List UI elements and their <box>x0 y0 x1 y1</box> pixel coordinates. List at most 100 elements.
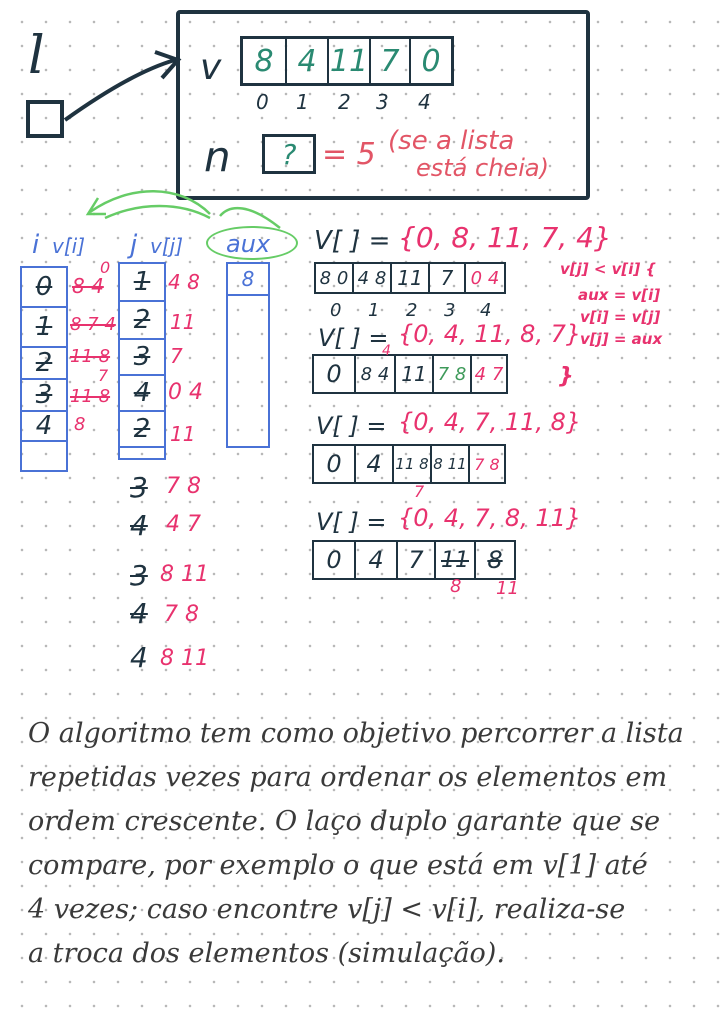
l-pointer-box <box>26 100 64 138</box>
array-1-cell-0: 0 <box>314 356 356 392</box>
j-value-2: 7 <box>170 344 183 368</box>
array-0-cell-0: 8 0 <box>316 264 354 292</box>
top-frame <box>176 10 590 200</box>
array-0-index-1: 1 <box>368 300 380 321</box>
n-note-line-1: (se a lista <box>388 126 515 156</box>
array-2-cell-2: 11 8 <box>394 446 432 482</box>
v-cell-3: 7 <box>371 39 411 83</box>
v-cell-0: 8 <box>243 39 287 83</box>
array-1-prefix: V[ ] = <box>318 324 389 352</box>
array-2-cell-4: 7 8 <box>474 454 500 474</box>
array-0-prefix: V[ ] = <box>314 226 391 256</box>
i-value-4: 8 <box>74 414 86 435</box>
array-3-values: {0, 4, 7, 8, 11} <box>398 504 582 532</box>
code-line-2: aux = v[i] <box>578 286 661 304</box>
j-column-frame <box>118 262 166 460</box>
j-extra-index-4: 4 <box>130 641 148 674</box>
l-label: l <box>28 26 45 86</box>
array-3-cell-1: 4 <box>356 542 398 578</box>
j-extra-index-3: 4 <box>130 597 148 630</box>
j-cell-0: 1 <box>120 264 164 302</box>
array-2-cell-0: 0 <box>314 446 356 482</box>
v-index-3: 3 <box>376 90 389 114</box>
v-index-4: 4 <box>418 90 431 114</box>
v-cell-4: 0 <box>421 43 441 79</box>
v-index-0: 0 <box>256 90 269 114</box>
n-box-value: ? <box>281 137 297 171</box>
i-cell-3: 3 <box>22 380 66 412</box>
j-extra-value-1: 4 7 <box>166 512 201 537</box>
i-cell-2: 2 <box>22 348 66 380</box>
j-value-3: 0 4 <box>168 380 203 405</box>
j-cell-4: 2 <box>120 412 164 448</box>
array-1-cell-3: 7 8 <box>434 356 472 392</box>
paragraph-line-5: 4 vezes; caso encontre v[j] < v[i], real… <box>28 894 626 925</box>
v-array-frame <box>240 36 454 86</box>
array-2-mark-0: 7 <box>414 482 425 501</box>
array-0-cell-3: 7 <box>430 264 466 292</box>
j-cell-2: 3 <box>120 340 164 376</box>
header-i: i <box>32 230 40 260</box>
array-3-cell-2: 7 <box>398 542 436 578</box>
j-value-4: 11 <box>170 422 196 446</box>
array-3-prefix: V[ ] = <box>316 508 387 536</box>
explanation-paragraph: O algoritmo tem como objetivo percorrer … <box>28 712 708 976</box>
j-extra-index-0: 3 <box>130 471 148 504</box>
header-v-j: v[j] <box>150 234 183 258</box>
v-label: v <box>200 47 222 88</box>
paragraph-line-6: a troca dos elementos (simulação). <box>28 938 505 969</box>
i-extra-0: 0 <box>100 258 111 277</box>
i-cell-0: 0 <box>22 268 66 308</box>
n-note-line-2: está cheia) <box>416 154 549 182</box>
array-1-cell-2: 11 <box>396 356 434 392</box>
v-cell-1: 4 <box>287 39 329 83</box>
v-index-1: 1 <box>296 90 309 114</box>
aux-highlight <box>206 226 298 260</box>
array-3-cell-4: 8 <box>487 546 503 574</box>
code-line-3: v[i] = v[j] <box>580 308 661 326</box>
j-extra-value-0: 7 8 <box>166 474 201 499</box>
paragraph-line-1: O algoritmo tem como objetivo percorrer … <box>28 718 684 749</box>
paragraph-line-3: ordem crescente. O laço duplo garante qu… <box>28 806 661 837</box>
j-extra-value-3: 7 8 <box>164 602 199 627</box>
i-extra-1: 7 <box>98 366 109 385</box>
array-1-cell-1: 8 4 <box>356 356 396 392</box>
array-2-cell-3: 8 11 <box>432 446 470 482</box>
array-3-frame <box>312 540 516 580</box>
array-3-mark-0: 8 <box>450 576 462 597</box>
array-2-values: {0, 4, 7, 11, 8} <box>398 408 582 436</box>
array-0-cell-4: 0 4 <box>470 267 500 289</box>
i-value-1: 8 7 4 <box>70 314 116 335</box>
header-arrows <box>85 190 281 229</box>
j-extra-value-2: 8 11 <box>160 562 209 587</box>
i-value-3: 11 8 <box>70 386 111 407</box>
array-0-index-4: 4 <box>480 300 492 321</box>
j-extra-value-4: 8 11 <box>160 646 209 671</box>
n-value: = 5 <box>322 137 376 172</box>
i-cell-4: 4 <box>22 411 66 442</box>
i-column-frame <box>20 266 68 472</box>
array-3-cell-0: 0 <box>314 542 356 578</box>
array-3-cell-3: 11 <box>436 542 476 578</box>
pointer-arrow <box>63 50 182 122</box>
array-0-cell-1: 4 8 <box>354 264 392 292</box>
array-2-frame <box>312 444 506 484</box>
array-0-frame <box>314 262 506 294</box>
aux-column-frame <box>226 262 270 448</box>
array-0-values: {0, 8, 11, 7, 4} <box>398 221 612 254</box>
array-0-index-3: 3 <box>444 300 456 321</box>
array-2-cell-1: 4 <box>356 446 394 482</box>
array-0-cell-2: 11 <box>392 264 430 292</box>
array-1-cell-4: 4 7 <box>474 363 504 385</box>
code-line-5: } <box>558 364 574 389</box>
v-cell-2: 11 <box>329 39 371 83</box>
array-1-mark-0: 4 <box>382 343 391 359</box>
j-cell-3: 4 <box>120 376 164 412</box>
v-index-2: 2 <box>338 90 351 114</box>
n-box <box>262 134 316 174</box>
array-0-index-2: 2 <box>406 300 418 321</box>
j-cell-1: 2 <box>120 302 164 340</box>
j-extra-index-2: 3 <box>130 559 148 592</box>
j-value-0: 4 8 <box>168 270 200 294</box>
i-value-0: 8 4 <box>72 274 104 298</box>
